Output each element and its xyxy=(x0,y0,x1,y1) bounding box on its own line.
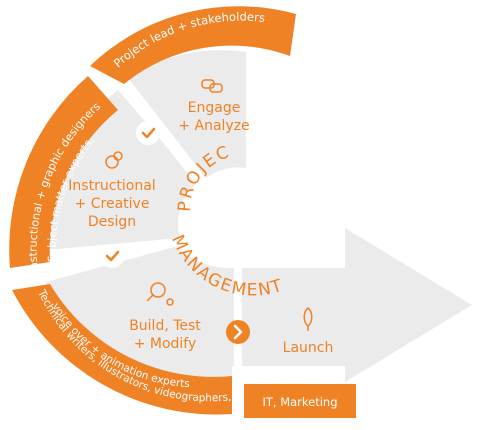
rocket-icon xyxy=(303,307,313,331)
check-icon xyxy=(136,121,160,145)
design-label-line3: Design xyxy=(88,214,136,230)
engage-analyze-sector xyxy=(128,50,246,178)
build-label-line1: Build, Test xyxy=(129,318,201,334)
engage-label-line2: + Analyze xyxy=(178,118,249,134)
role-band-top xyxy=(90,6,296,85)
chevron-right-icon xyxy=(226,320,250,344)
design-label-line1: Instructional xyxy=(68,178,155,194)
chat-bubbles-icon xyxy=(201,79,223,93)
role-band-left xyxy=(9,76,118,268)
center-hole xyxy=(190,168,282,260)
check-icon xyxy=(100,244,124,268)
role-band-bottom xyxy=(12,284,232,415)
build-test-sector xyxy=(46,246,232,383)
build-label-line2: + Modify xyxy=(134,336,197,352)
launch-arrow xyxy=(232,228,472,382)
launch-label: Launch xyxy=(283,340,334,356)
design-label-line2: + Creative xyxy=(75,196,150,212)
brain-gears-icon xyxy=(105,151,123,169)
role-band-launch xyxy=(244,384,356,418)
magnifier-gear-icon xyxy=(146,282,174,306)
engage-label-line1: Engage xyxy=(188,100,241,116)
divider-line xyxy=(117,82,203,186)
role-launch-label: IT, Marketing xyxy=(262,395,337,409)
